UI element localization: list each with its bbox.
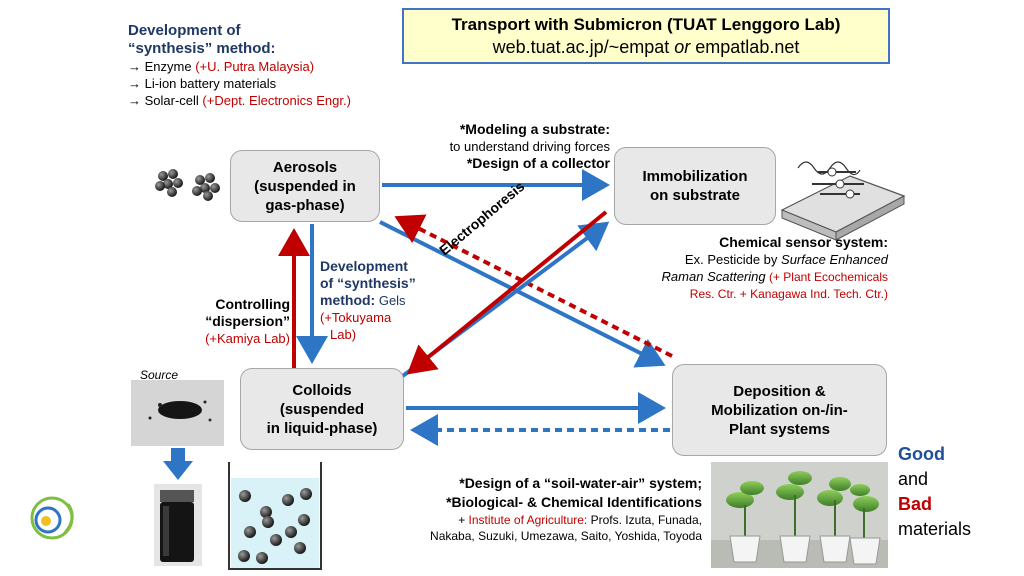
soil-water-air-label: *Design of a “soil-water-air” system; *B…	[430, 475, 702, 543]
synthesis-item: → Solar-cell (+Dept. Electronics Engr.)	[128, 93, 351, 108]
synthesis-item: → Li-ion battery materials	[128, 76, 277, 91]
website-line: web.tuat.ac.jp/~empat or empatlab.net	[404, 37, 888, 58]
node-deposition: Deposition &Mobilization on-/in-Plant sy…	[672, 364, 887, 456]
synthesis-heading-2: “synthesis” method:	[128, 40, 276, 57]
arrow-immobilization-to-colloids	[406, 210, 608, 375]
synthesis-heading-1: Development of	[128, 22, 241, 39]
plants-photo	[711, 462, 888, 568]
arrow-deposition-to-aerosols	[394, 214, 673, 358]
source-powder-photo	[131, 380, 224, 446]
good-bad-materials-label: Good and Bad materials	[898, 444, 972, 539]
substrate-illustration	[780, 161, 906, 241]
synthesis-item: → Enzyme (+U. Putra Malaysia)	[128, 59, 315, 74]
lab-logo	[30, 496, 74, 540]
vial-photo	[154, 484, 202, 566]
title-box: Transport with Submicron (TUAT Lenggoro …	[402, 8, 890, 64]
or-word: or	[674, 37, 691, 57]
down-arrow-icon	[163, 448, 193, 480]
chemical-sensor-label: Chemical sensor system: Ex. Pesticide by…	[661, 234, 888, 301]
modeling-label: *Modeling a substrate: to understand dri…	[449, 121, 610, 171]
website-url-1[interactable]: web.tuat.ac.jp/~empat	[492, 37, 670, 57]
development-gels-label: Development of “synthesis” method: Gels …	[320, 258, 416, 342]
website-url-2[interactable]: empatlab.net	[695, 37, 800, 57]
title-line: Transport with Submicron (TUAT Lenggoro …	[451, 15, 841, 34]
controlling-dispersion-label: Controlling “dispersion” (+Kamiya Lab)	[205, 296, 290, 346]
source-label: Source	[140, 368, 179, 382]
synthesis-block: Development of “synthesis” method: → Enz…	[128, 22, 351, 109]
beaker-illustration	[228, 462, 322, 570]
aerosol-particles-icon	[155, 169, 220, 201]
arrow-aerosols-to-deposition	[379, 220, 666, 368]
